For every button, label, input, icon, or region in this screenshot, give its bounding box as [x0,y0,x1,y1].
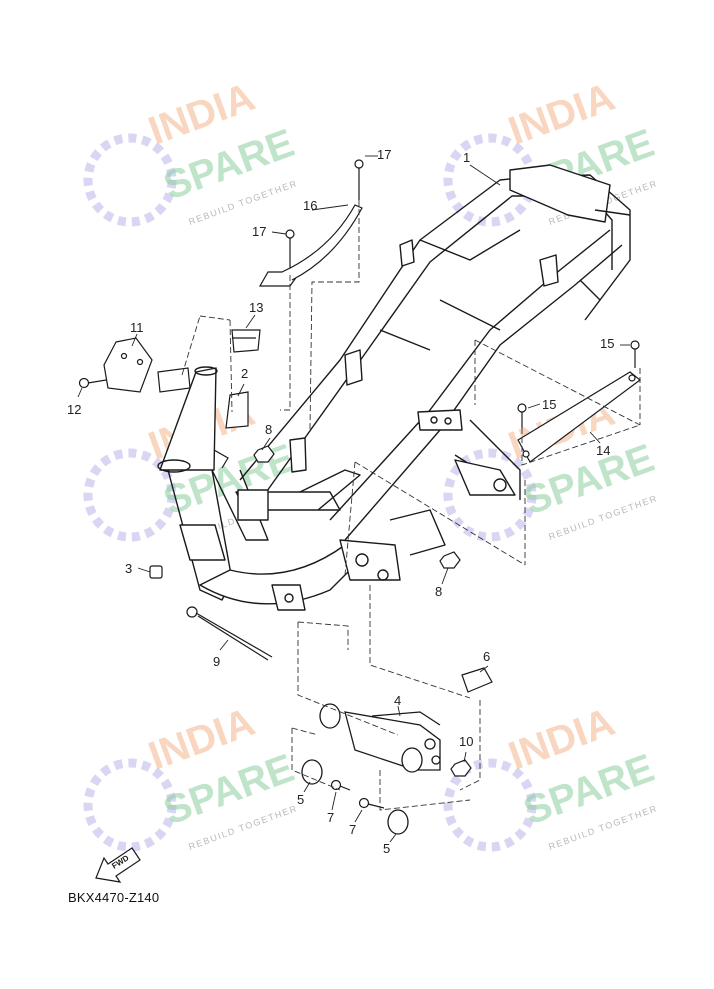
bolt-15b-icon [517,403,527,413]
engine-bracket [301,703,441,835]
bolt-7a-icon [330,779,342,791]
head-parts [78,329,261,579]
watermark-top-left: INDIA SPARE REBUILD TOGETHER [83,75,300,227]
callout-15b: 15 [542,397,556,412]
bolt-15a-icon [630,340,640,350]
callout-17a: 17 [377,147,391,162]
callout-2: 2 [241,366,248,381]
callout-4: 4 [394,693,401,708]
callout-15a: 15 [600,336,614,351]
nut-10-icon [450,759,472,777]
bolt-17a-icon [354,159,364,169]
bolt-17b-icon [285,229,295,239]
callout-labels: 1 2 3 4 5 5 6 7 7 8 8 9 10 11 12 13 14 1… [67,147,614,856]
diagram-code: BKX4470-Z140 [68,890,160,905]
callout-3: 3 [125,561,132,576]
watermark-bottom-left: INDIA SPARE REBUILD TOGETHER [83,700,300,852]
leader-lines [77,155,630,843]
nut-8b-icon [439,551,461,569]
callout-13: 13 [249,300,263,315]
callout-7a: 7 [327,810,334,825]
wrench-logo-icon [443,758,537,852]
fasteners [186,159,641,809]
bushing-5a-icon [301,759,323,785]
callout-5a: 5 [297,792,304,807]
bolt-12-icon [78,377,90,389]
callout-17b: 17 [252,224,266,239]
fwd-arrow-icon: FWD [95,847,141,883]
callout-8b: 8 [435,584,442,599]
bolt-7b-icon [358,797,370,809]
callout-10: 10 [459,734,473,749]
callout-6: 6 [483,649,490,664]
callout-9: 9 [213,654,220,669]
callout-11: 11 [130,320,144,335]
nut-8a-icon [253,445,275,463]
wrench-logo-icon [83,758,177,852]
bushing-5b-icon [387,809,409,835]
callout-1: 1 [463,150,470,165]
assembly-guides [181,200,641,811]
callout-12: 12 [67,402,81,417]
callout-5b: 5 [383,841,390,856]
main-frame [157,164,631,611]
callout-8a: 8 [265,422,272,437]
callout-16: 16 [303,198,317,213]
wrench-logo-icon [83,448,177,542]
wrench-logo-icon [83,133,177,227]
callout-7b: 7 [349,822,356,837]
callout-14: 14 [596,443,610,458]
wrench-logo-icon [443,448,537,542]
bolt-9-icon [186,606,198,618]
